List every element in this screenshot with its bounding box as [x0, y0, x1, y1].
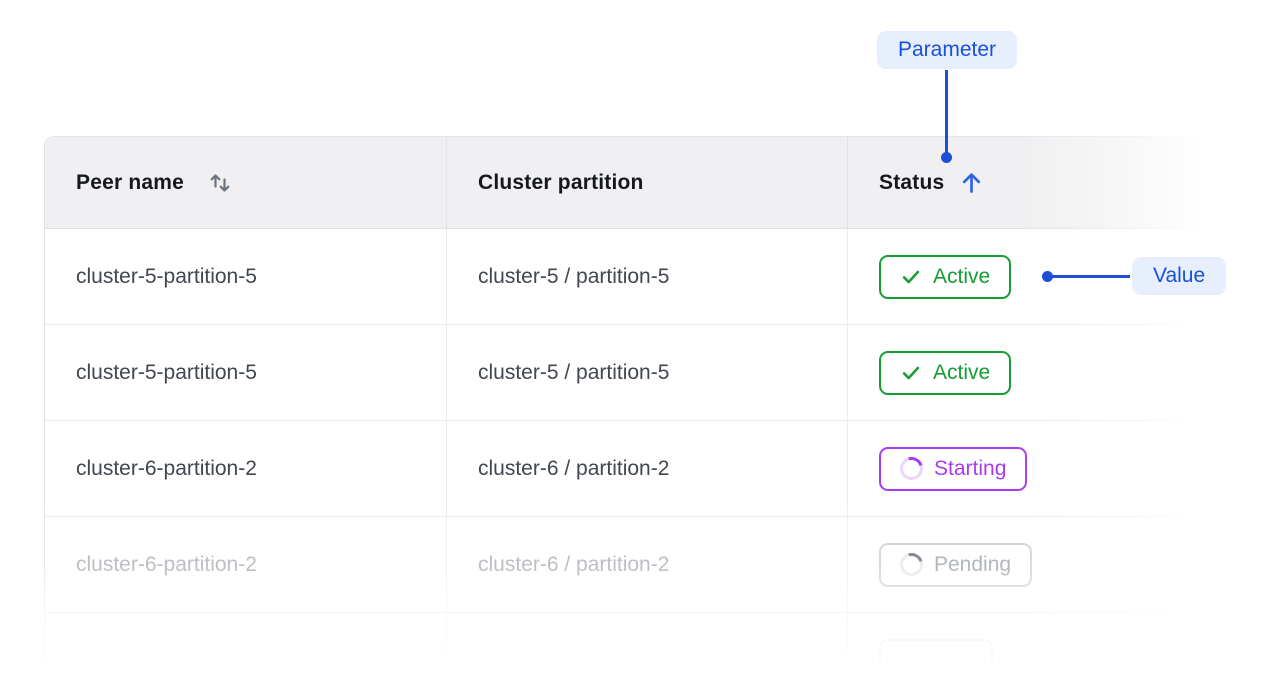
spinner-icon	[895, 452, 928, 485]
column-header-label: Status	[879, 170, 945, 194]
column-header-label: Cluster partition	[478, 170, 644, 194]
column-header-peer-name[interactable]: Peer name	[45, 137, 447, 228]
sort-ascending-icon[interactable]	[958, 169, 985, 196]
status-badge-ghost	[879, 638, 993, 683]
parameter-annotation-badge: Parameter	[876, 31, 1018, 69]
status-label: Starting	[934, 456, 1007, 480]
status-cell: Active	[848, 325, 1272, 420]
status-label: Active	[933, 360, 991, 384]
status-badge-pending: Pending	[879, 542, 1033, 587]
table-row: cluster-5-partition-5 cluster-5 / partit…	[45, 325, 1272, 421]
peer-name-cell	[45, 613, 447, 688]
peers-table: Peer name Cluster partition Status	[44, 136, 1272, 688]
table-row: cluster-6-partition-2 cluster-6 / partit…	[45, 517, 1272, 613]
cluster-partition-cell	[447, 613, 848, 688]
status-cell: Starting	[848, 421, 1272, 516]
status-label: Active	[933, 264, 991, 288]
status-cell	[848, 613, 1272, 688]
status-badge-active: Active	[879, 254, 1012, 299]
cluster-partition-cell: cluster-6 / partition-2	[447, 517, 848, 612]
status-label: Pending	[934, 552, 1012, 576]
table-row	[45, 613, 1272, 688]
column-header-status[interactable]: Status	[848, 137, 1272, 228]
parameter-connector-line	[945, 70, 948, 153]
value-connector-line	[1048, 275, 1130, 278]
value-annotation-badge: Value	[1132, 257, 1227, 295]
column-header-label: Peer name	[76, 170, 185, 194]
cluster-partition-cell: cluster-5 / partition-5	[447, 325, 848, 420]
table-row: cluster-6-partition-2 cluster-6 / partit…	[45, 421, 1272, 517]
spinner-icon	[895, 548, 928, 581]
peer-name-cell: cluster-5-partition-5	[45, 229, 447, 324]
status-badge-starting: Starting	[879, 446, 1028, 491]
peer-name-cell: cluster-6-partition-2	[45, 517, 447, 612]
status-badge-active: Active	[879, 350, 1012, 395]
column-header-cluster-partition[interactable]: Cluster partition	[447, 137, 848, 228]
table-header-row: Peer name Cluster partition Status	[45, 137, 1272, 229]
parameter-connector-dot	[941, 152, 952, 163]
check-icon	[900, 266, 922, 288]
peer-name-cell: cluster-5-partition-5	[45, 325, 447, 420]
cluster-partition-cell: cluster-5 / partition-5	[447, 229, 848, 324]
cluster-partition-cell: cluster-6 / partition-2	[447, 421, 848, 516]
peer-name-cell: cluster-6-partition-2	[45, 421, 447, 516]
status-cell: Active	[848, 229, 1272, 324]
check-icon	[900, 362, 922, 384]
status-cell: Pending	[848, 517, 1272, 612]
sort-both-icon[interactable]	[208, 171, 232, 195]
